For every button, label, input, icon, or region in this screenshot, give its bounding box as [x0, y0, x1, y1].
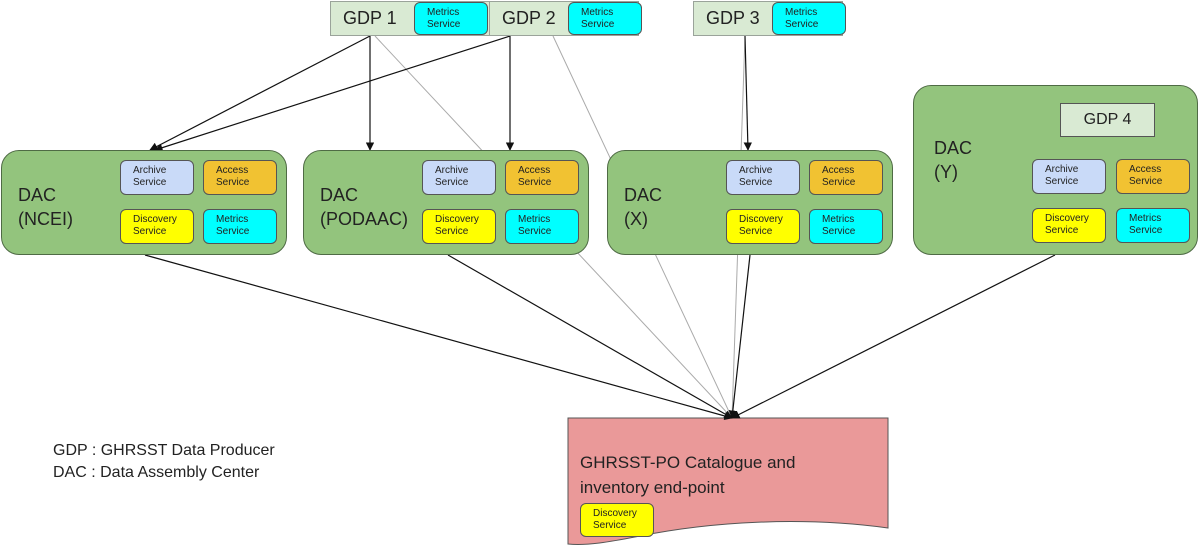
legend-dac: DAC : Data Assembly Center: [53, 464, 260, 481]
dac-ncei-archive-service: Archive Service: [120, 160, 194, 195]
dac-y-discovery-service: Discovery Service: [1032, 208, 1106, 243]
dac-podaac-metrics-service: Metrics Service: [505, 209, 579, 244]
dac-podaac-archive-service: Archive Service: [422, 160, 496, 195]
dac-ncei-discovery-service: Discovery Service: [120, 209, 194, 244]
dac-y-gdp-4: GDP 4: [1060, 103, 1155, 137]
arrow-y-catalogue: [731, 254, 1056, 419]
dac-x-discovery-service: Discovery Service: [726, 209, 800, 244]
dac-ncei-metrics-service: Metrics Service: [203, 209, 277, 244]
dac-x-metrics-service: Metrics Service: [809, 209, 883, 244]
arrow-podaac-catalogue: [447, 254, 733, 419]
dac-y-metrics-service: Metrics Service: [1116, 208, 1190, 243]
gdp-3-label: GDP 3: [706, 8, 760, 28]
dac-podaac-name: DAC (PODAAC): [320, 185, 409, 229]
dac-podaac: DAC (PODAAC) Archive Service Access Serv…: [303, 150, 589, 255]
catalogue-discovery-service: Discovery Service: [580, 503, 654, 537]
arrow-x-catalogue: [728, 254, 751, 419]
gdp-1-label: GDP 1: [343, 8, 397, 28]
dac-ncei-access-service: Access Service: [203, 160, 277, 195]
dac-x: DAC (X) Archive Service Access Service D…: [607, 150, 893, 255]
catalogue-title: GHRSST-PO Catalogue and inventory end-po…: [580, 453, 796, 497]
dac-x-access-service: Access Service: [809, 160, 883, 195]
legend-gdp: GDP : GHRSST Data Producer: [53, 442, 275, 459]
dac-y: GDP 4 DAC (Y) Archive Service Access Ser…: [913, 85, 1198, 255]
arrow-gdp2-ncei: [154, 35, 511, 152]
arrow-gdp3-x: [743, 35, 752, 151]
dac-ncei: DAC (NCEI) Archive Service Access Servic…: [1, 150, 287, 255]
dac-podaac-access-service: Access Service: [505, 160, 579, 195]
gdp-2-metrics-service: Metrics Service: [568, 2, 642, 35]
arrow-ncei-catalogue: [144, 254, 733, 421]
gdp-1-metrics-service: Metrics Service: [414, 2, 488, 35]
gdp-2-label: GDP 2: [502, 8, 556, 28]
dac-y-access-service: Access Service: [1116, 159, 1190, 194]
dac-x-name: DAC (X): [624, 185, 663, 229]
dac-y-name: DAC (Y): [934, 138, 973, 182]
dac-ncei-name: DAC (NCEI): [18, 185, 73, 229]
gdp-3-metrics-service: Metrics Service: [772, 2, 846, 35]
dac-y-archive-service: Archive Service: [1032, 159, 1106, 194]
legend: GDP : GHRSST Data Producer DAC : Data As…: [53, 440, 275, 484]
dac-x-archive-service: Archive Service: [726, 160, 800, 195]
arrow-gdp1-ncei: [149, 35, 371, 151]
dac-podaac-discovery-service: Discovery Service: [422, 209, 496, 244]
